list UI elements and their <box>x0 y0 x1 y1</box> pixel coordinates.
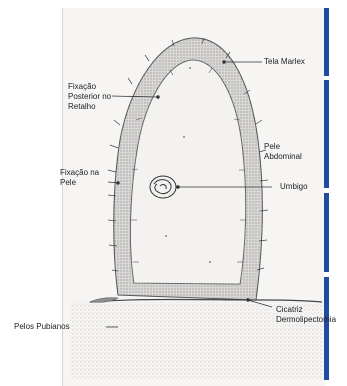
scar-line <box>90 300 322 303</box>
scar-left-lip <box>90 298 118 303</box>
label-pele-abdominal: Pele Abdominal <box>264 142 302 162</box>
label-fixacao-pele: Fixação na Pele <box>60 168 99 188</box>
label-tela-marlex: Tela Marlex <box>264 57 305 67</box>
label-fixacao-posterior: Fixação Posterior no Retalho <box>68 82 111 112</box>
label-umbigo: Umbigo <box>280 182 308 192</box>
label-pelos-pubianos: Pelos Pubianos <box>14 322 70 332</box>
label-cicatriz: Cicatriz Dermolipectomia <box>276 305 336 325</box>
